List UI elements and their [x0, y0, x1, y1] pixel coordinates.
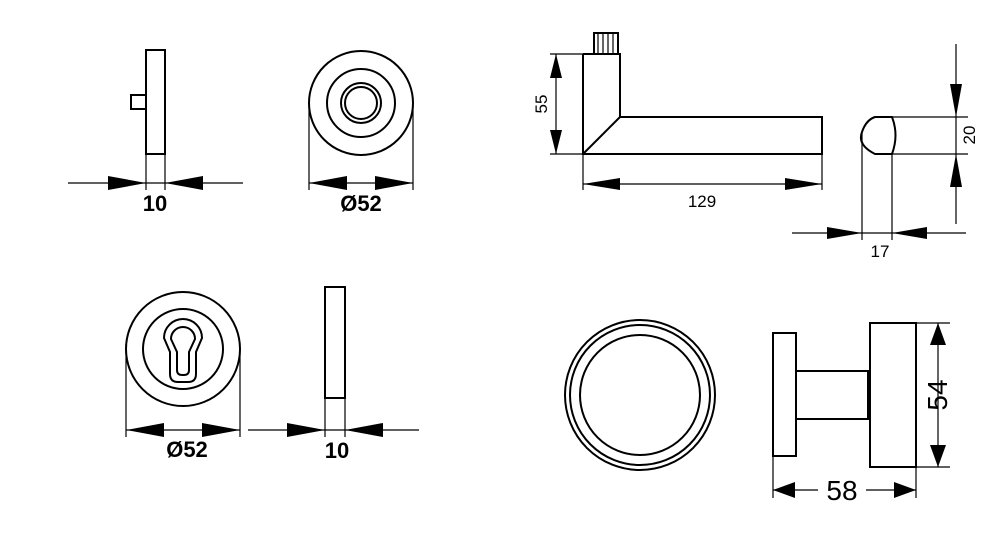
rose-front-view: Ø52 [308, 50, 414, 216]
knob-front-view [564, 319, 716, 471]
lever-height-label: 55 [532, 95, 551, 114]
knob-rose-plate [772, 332, 797, 457]
rose-side-body [145, 49, 166, 155]
escutcheon-front-view: Ø52 [125, 291, 241, 462]
knob-outer-circle [564, 319, 716, 471]
rose-side-dim-label: 10 [143, 191, 167, 216]
escutcheon-side-body [324, 286, 346, 399]
lever-end-width-label: 17 [871, 242, 890, 261]
lever-end-profile [859, 116, 897, 155]
knob-inner-circle [579, 334, 701, 456]
lever-body [582, 53, 823, 155]
cylinder-cutout-inner [169, 326, 197, 376]
escutcheon-side-dim-label: 10 [325, 438, 349, 463]
knob-head [869, 322, 917, 468]
knob-neck [795, 370, 869, 420]
knob-projection-label: 58 [826, 475, 857, 506]
knob-diameter-label: 54 [922, 379, 953, 410]
escutcheon-front-dim-label: Ø52 [166, 437, 208, 462]
cylinder-cutout-outer [162, 318, 204, 383]
knob-side-view: 54 58 [772, 322, 953, 506]
lever-end-height-label: 20 [960, 126, 979, 145]
lever-length-label: 129 [688, 192, 716, 211]
rose-side-view: 10 [68, 49, 243, 216]
lever-end-view: 20 17 [792, 44, 979, 261]
rose-outer-circle [308, 50, 414, 156]
escutcheon-side-view: 10 [248, 286, 419, 463]
rose-side-spigot [130, 94, 147, 110]
lever-side-view: 55 129 [532, 32, 823, 211]
rose-front-dim-label: Ø52 [340, 191, 382, 216]
